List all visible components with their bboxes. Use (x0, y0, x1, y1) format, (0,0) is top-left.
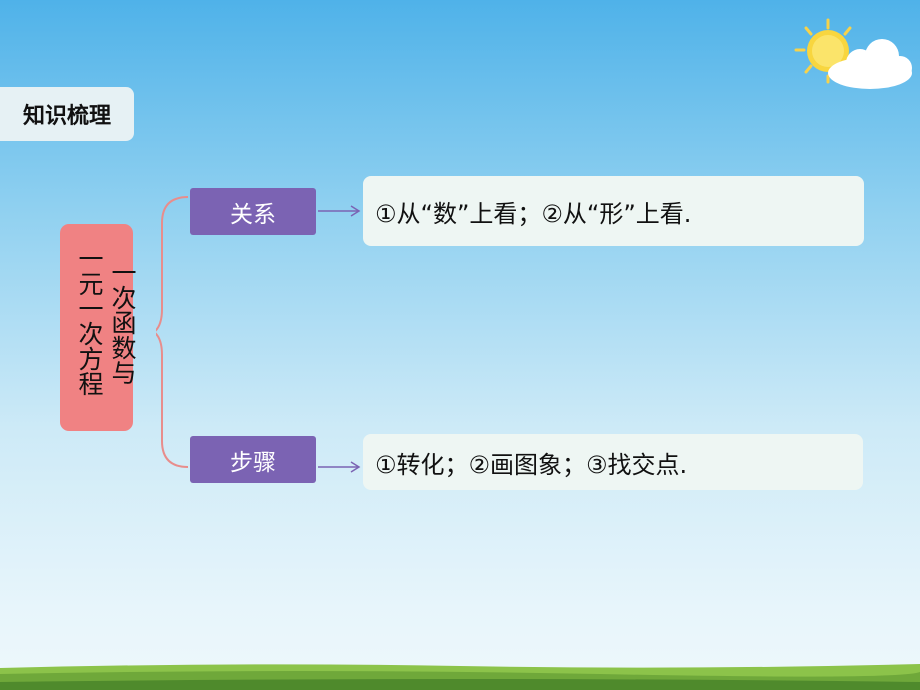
branch-bracket (156, 196, 188, 468)
branch-content-relation: ①从“数”上看；②从“形”上看. (363, 176, 864, 246)
branch-label-steps: 步骤 (190, 436, 316, 483)
branch-label-relation: 关系 (190, 188, 316, 235)
topic-text-col1: 一元一次方程 (75, 246, 104, 396)
topic-text-col2: 一次函数与 (108, 260, 137, 385)
arrow-icon (318, 461, 361, 473)
grass-field (0, 664, 920, 690)
sun-cloud-icon (794, 18, 912, 89)
topic-box: 一元一次方程 一次函数与 (60, 224, 137, 431)
branch-content-steps: ①转化；②画图象；③找交点. (363, 434, 863, 490)
section-title: 知识梳理 (0, 87, 134, 141)
arrow-icon (318, 205, 361, 217)
